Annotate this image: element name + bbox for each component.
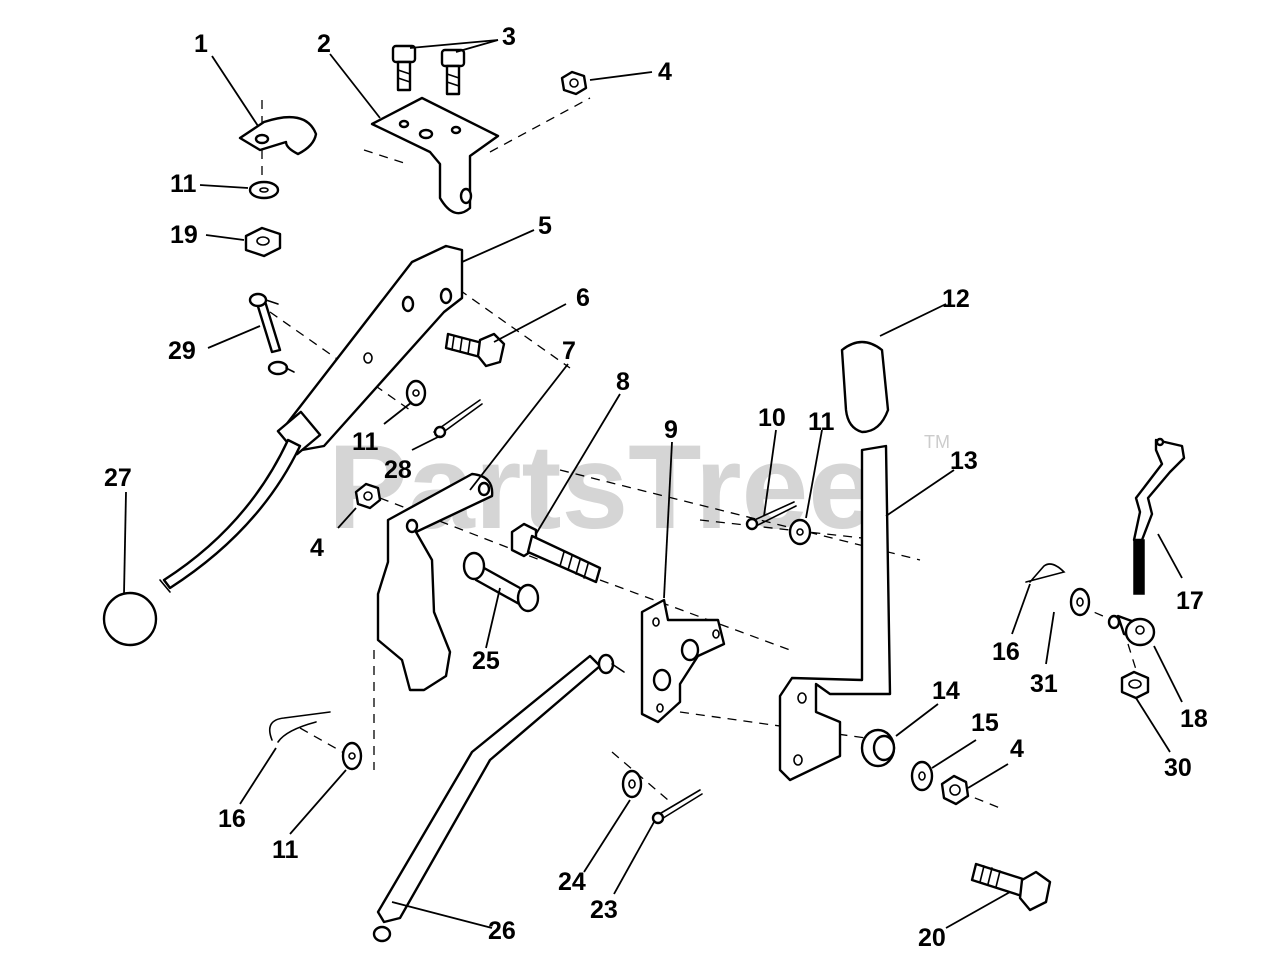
- callout-25: 25: [472, 647, 500, 675]
- part-14-bushing: [860, 728, 896, 768]
- callout-29: 29: [168, 337, 196, 365]
- part-8-bolt: [510, 522, 602, 584]
- part-4-nuts: [354, 70, 970, 806]
- callout-15: 15: [971, 709, 999, 737]
- part-11-washers: [248, 180, 812, 771]
- callout-24: 24: [558, 868, 586, 896]
- callout-26: 26: [488, 917, 516, 945]
- callout-7: 7: [562, 337, 576, 365]
- callout-11-top: 11: [170, 170, 197, 198]
- callout-31: 31: [1030, 670, 1058, 698]
- callout-10: 10: [758, 404, 786, 432]
- part-12-grip: [840, 340, 890, 434]
- callout-30: 30: [1164, 754, 1192, 782]
- callout-3: 3: [502, 23, 516, 51]
- callout-19: 19: [170, 221, 198, 249]
- callout-11-right: 11: [808, 408, 835, 436]
- callout-16-right: 16: [992, 638, 1020, 666]
- part-2-bracket: [370, 96, 500, 215]
- callout-12: 12: [942, 285, 970, 313]
- callout-leaders: [123, 39, 1183, 929]
- callout-4-mid: 4: [310, 534, 324, 562]
- callout-11-bottom: 11: [272, 836, 299, 864]
- part-18-swivel: [1107, 614, 1156, 647]
- part-5-lever: [159, 244, 464, 593]
- part-9-plate: [640, 598, 726, 724]
- part-23-cotter-pin: [651, 789, 703, 825]
- callout-23: 23: [590, 896, 618, 924]
- part-30-nut: [1120, 670, 1150, 700]
- part-29-link: [248, 292, 295, 376]
- callout-2: 2: [317, 30, 331, 58]
- part-24-washer: [621, 769, 643, 799]
- part-16-hairpins: [268, 563, 1066, 743]
- part-13-lever: [778, 444, 892, 782]
- part-17-rod: [1132, 437, 1186, 595]
- callout-9: 9: [664, 416, 678, 444]
- callout-6: 6: [576, 284, 590, 312]
- callout-8: 8: [616, 368, 630, 396]
- callout-labels: 1 2 3 4 4 4 5 6 7 8 9 10 11 11 11 11 12 …: [104, 23, 1208, 952]
- callout-20: 20: [918, 924, 946, 952]
- part-19-nut: [244, 226, 282, 258]
- callout-14: 14: [932, 677, 960, 705]
- part-20-bolt: [970, 862, 1052, 912]
- part-31-washer: [1069, 587, 1091, 617]
- watermark-trademark: TM: [924, 432, 950, 452]
- part-10-cotter-pin: [745, 501, 797, 531]
- callout-5: 5: [538, 212, 552, 240]
- callout-4-right: 4: [1010, 735, 1024, 763]
- callout-17: 17: [1176, 587, 1204, 615]
- callout-11-mid: 11: [352, 428, 379, 456]
- callout-18: 18: [1180, 705, 1208, 733]
- callout-16-left: 16: [218, 805, 246, 833]
- part-1-clip: [238, 115, 318, 156]
- callout-28: 28: [384, 456, 412, 484]
- part-15-washer: [910, 760, 934, 792]
- part-6-bolt: [444, 332, 506, 368]
- callout-1: 1: [194, 30, 208, 58]
- part-26-rod: [372, 653, 625, 943]
- callout-27: 27: [104, 464, 132, 492]
- part-3-bolts: [391, 44, 466, 96]
- part-27-knob: [102, 591, 158, 647]
- callout-4-top: 4: [658, 58, 672, 86]
- part-25-spacer: [462, 551, 540, 613]
- callout-13: 13: [950, 447, 978, 475]
